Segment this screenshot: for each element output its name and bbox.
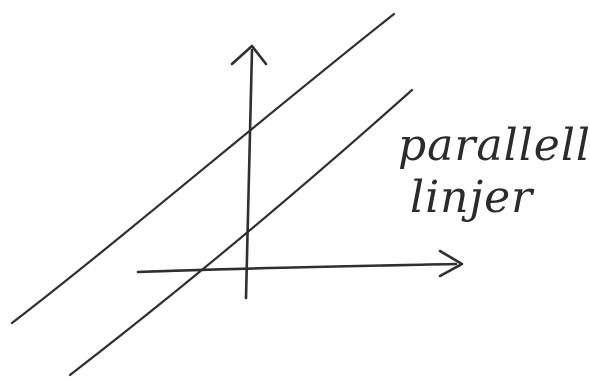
label-line-2: linjer bbox=[410, 172, 535, 223]
y-axis-arrowhead bbox=[230, 44, 268, 66]
parallel-line-upper bbox=[10, 12, 396, 325]
x-axis-arrowhead bbox=[438, 249, 464, 278]
y-axis bbox=[244, 48, 254, 300]
parallel-line-lower bbox=[68, 88, 414, 377]
label-line-1: parallelle bbox=[398, 120, 590, 171]
x-axis bbox=[136, 262, 458, 274]
